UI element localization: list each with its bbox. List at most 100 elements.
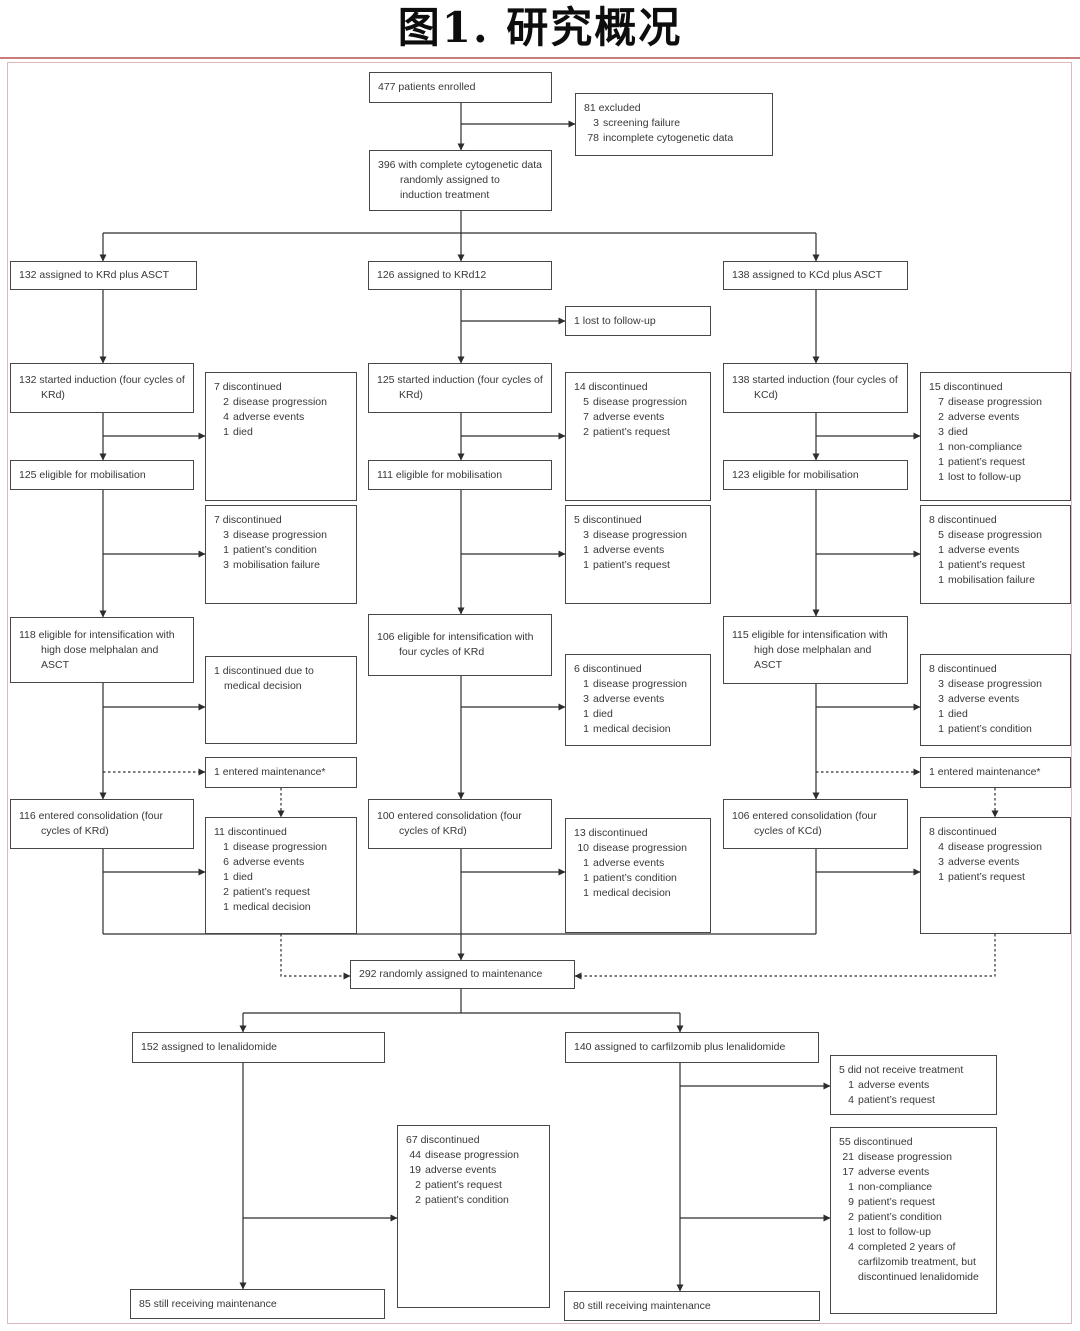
count-value: 1 — [583, 678, 589, 690]
dashed-connector — [574, 934, 996, 980]
count-label: adverse events — [593, 693, 665, 705]
node-text: 14 discontinued — [574, 381, 648, 393]
count-label: patient’s condition — [593, 872, 677, 884]
node-text: 80 still receiving maintenance — [573, 1299, 711, 1312]
count-value: 1 — [223, 871, 229, 883]
count-label: screening failure — [603, 117, 681, 129]
node-text: 152 assigned to lenalidomide — [141, 1041, 278, 1053]
node-text: 132 started induction (four cycles of KR… — [19, 374, 185, 401]
count-value: 3 — [223, 529, 229, 541]
count-line: 1 non-compliance — [929, 440, 1062, 455]
count-value: 10 — [577, 842, 589, 854]
count-value: 2 — [583, 426, 589, 438]
count-value: 3 — [938, 678, 944, 690]
count-value: 3 — [223, 559, 229, 571]
count-label: adverse events — [425, 1164, 497, 1176]
count-line: 5 disease progression — [574, 395, 702, 410]
count-value: 1 — [583, 857, 589, 869]
count-value: 4 — [938, 841, 944, 853]
count-label: adverse events — [948, 411, 1020, 423]
node-text: 106 entered consolidation (four cycles o… — [732, 810, 877, 837]
count-label: patient’s request — [425, 1179, 502, 1191]
count-label: patient’s request — [593, 426, 670, 438]
count-line: 4 disease progression — [929, 840, 1062, 855]
count-label: disease progression — [948, 841, 1042, 853]
node-text: 7 discontinued — [214, 381, 282, 393]
count-line: 1 patient’s request — [929, 870, 1062, 885]
count-label: patient’s request — [233, 886, 310, 898]
count-value: 5 — [583, 396, 589, 408]
node-text: 8 discontinued — [929, 663, 997, 675]
node-armB: 126 assigned to KRd12 — [368, 261, 552, 290]
count-label: patient’s request — [948, 871, 1025, 883]
count-label: lost to follow-up — [858, 1226, 931, 1238]
diagram-frame — [7, 62, 1072, 1324]
node-text: 15 discontinued — [929, 381, 1003, 393]
node-text: 116 entered consolidation (four cycles o… — [19, 810, 163, 837]
node-enrolled: 477 patients enrolled — [369, 72, 552, 103]
count-value: 1 — [938, 574, 944, 586]
node-text: 125 started induction (four cycles of KR… — [377, 374, 543, 401]
node-text: 140 assigned to carfilzomib plus lenalid… — [574, 1041, 786, 1053]
node-text: 118 eligible for intensification with hi… — [19, 628, 175, 671]
count-label: patient’s request — [858, 1196, 935, 1208]
count-value: 5 — [938, 529, 944, 541]
count-label: non-compliance — [948, 441, 1023, 453]
count-label: patient’s request — [858, 1094, 935, 1106]
node-maintC1: 1 entered maintenance* — [920, 757, 1071, 788]
node-text: 138 started induction (four cycles of KC… — [732, 374, 898, 401]
count-label: patient’s request — [593, 559, 670, 571]
count-label: adverse events — [858, 1166, 930, 1178]
count-label: adverse events — [233, 856, 305, 868]
count-label: medical decision — [233, 901, 311, 913]
count-label: disease progression — [593, 396, 687, 408]
node-text: 7 discontinued — [214, 514, 282, 526]
count-label: disease progression — [858, 1151, 952, 1163]
count-line: 21 disease progression — [839, 1150, 988, 1165]
count-label: adverse events — [593, 857, 665, 869]
count-value: 21 — [842, 1151, 854, 1163]
count-value: 1 — [223, 426, 229, 438]
count-label: adverse events — [233, 411, 305, 423]
count-value: 1 — [938, 441, 944, 453]
count-value: 44 — [409, 1149, 421, 1161]
node-intA: 118 eligible for intensification with hi… — [10, 617, 194, 683]
count-value: 1 — [223, 544, 229, 556]
count-value: 1 — [938, 871, 944, 883]
count-label: medical decision — [593, 723, 671, 735]
count-value: 1 — [848, 1181, 854, 1193]
node-consB: 100 entered consolidation (four cycles o… — [368, 799, 552, 849]
count-value: 78 — [587, 132, 599, 144]
node-maintA1: 1 entered maintenance* — [205, 757, 357, 788]
count-value: 3 — [938, 693, 944, 705]
node-stillCarf: 80 still receiving maintenance — [564, 1291, 820, 1321]
count-label: disease progression — [948, 529, 1042, 541]
